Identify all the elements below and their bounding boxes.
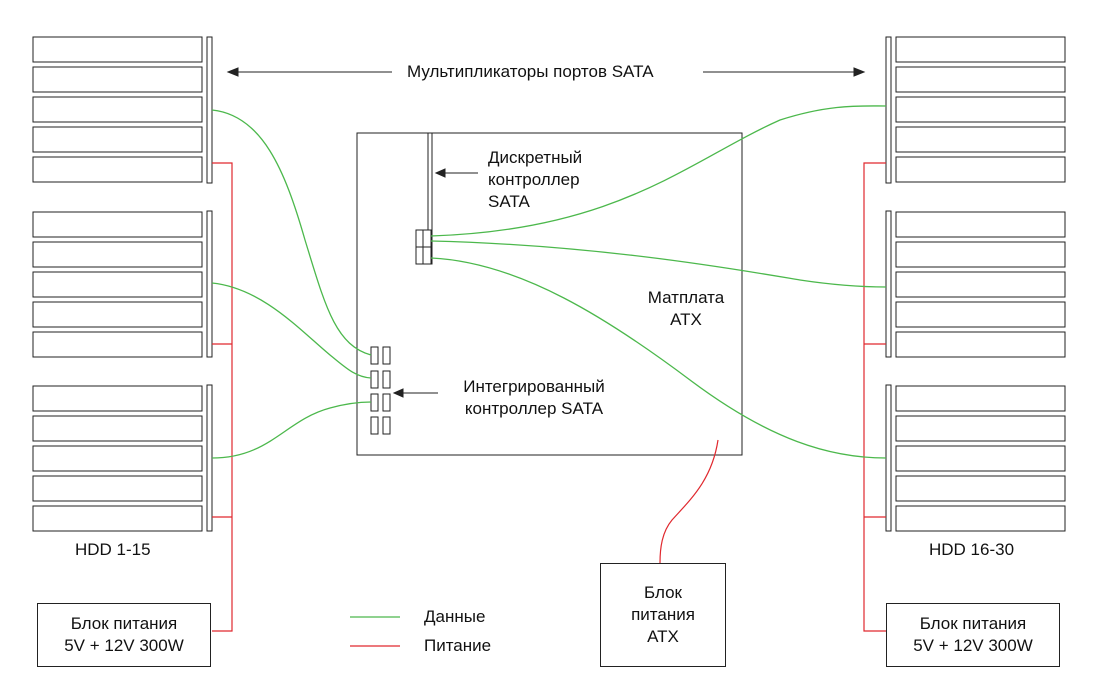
hdd-bay: [895, 445, 1066, 472]
motherboard-label: Матплата ATX: [647, 288, 725, 329]
arrow-left-icon: [226, 67, 239, 77]
power-line-right: [863, 162, 886, 632]
hdd-bay: [32, 156, 203, 183]
hdd-right-label: HDD 16-30: [929, 540, 1015, 559]
arrows: [226, 67, 866, 398]
hdd-bay: [32, 241, 203, 268]
hdd-bay: [32, 126, 203, 153]
hdd-bay: [895, 475, 1066, 502]
hdd-bay: [895, 36, 1066, 63]
hdd-bay: [32, 385, 203, 412]
discrete-controller-ports: [415, 229, 432, 265]
port-multipliers-right: [885, 36, 892, 532]
data-line: [211, 401, 372, 459]
port-multiplier-board: [885, 384, 892, 532]
hdd-bay: [32, 211, 203, 238]
data-line: [211, 109, 372, 356]
hdd-bay: [32, 301, 203, 328]
hdd-left-label: HDD 1-15: [75, 540, 151, 559]
legend-label-power: Питание: [424, 636, 492, 655]
psu-left: Блок питания 5V + 12V 300W: [37, 603, 211, 667]
hdd-bay: [895, 331, 1066, 358]
hdd-bay: [32, 475, 203, 502]
hdd-bay: [895, 301, 1066, 328]
hdd-bay: [895, 271, 1066, 298]
hdd-bay: [895, 385, 1066, 412]
hdd-bay: [32, 505, 203, 532]
hdd-bay: [32, 96, 203, 123]
hdd-bay: [895, 241, 1066, 268]
power-line-left: [212, 162, 233, 632]
data-line: [430, 257, 887, 459]
hdd-bay: [895, 96, 1066, 123]
power-line-motherboard: [659, 439, 719, 564]
port-multiplier-board: [885, 210, 892, 358]
port-multiplier-board: [206, 384, 213, 532]
integrated-sata-ports: [370, 346, 391, 435]
arrow-left-icon: [434, 168, 446, 178]
data-line: [211, 282, 372, 379]
psu-right: Блок питания 5V + 12V 300W: [886, 603, 1060, 667]
port-multiplier-board: [206, 210, 213, 358]
hdd-bay: [895, 415, 1066, 442]
power-lines: [212, 162, 886, 632]
hdd-bay: [32, 36, 203, 63]
hdd-bay: [32, 331, 203, 358]
hdd-bay: [32, 66, 203, 93]
hdd-bay: [895, 211, 1066, 238]
hdd-bay: [895, 126, 1066, 153]
port-multiplier-board: [206, 36, 213, 184]
hdd-bay: [32, 271, 203, 298]
hdd-bay: [32, 445, 203, 472]
hdd-bay: [895, 156, 1066, 183]
hdd-bay: [32, 415, 203, 442]
data-line: [430, 105, 887, 237]
hdd-bay: [895, 505, 1066, 532]
arrow-left-icon: [392, 388, 404, 398]
motherboard: [356, 132, 743, 456]
legend-label-data: Данные: [424, 607, 486, 626]
arrow-right-icon: [853, 67, 866, 77]
data-lines: [211, 105, 887, 459]
hdd-stack-left: [32, 36, 203, 532]
port-multiplier-board: [885, 36, 892, 184]
psu-atx: Блок питания ATX: [600, 563, 726, 667]
data-line: [430, 240, 887, 288]
integrated-controller-label: Интегрированный контроллер SATA: [463, 377, 605, 418]
multipliers-label: Мультипликаторы портов SATA: [407, 62, 654, 81]
discrete-controller-label: Дискретный контроллер SATA: [488, 148, 583, 211]
hdd-bay: [895, 66, 1066, 93]
hdd-stack-right: [895, 36, 1066, 532]
port-multipliers-left: [206, 36, 213, 532]
